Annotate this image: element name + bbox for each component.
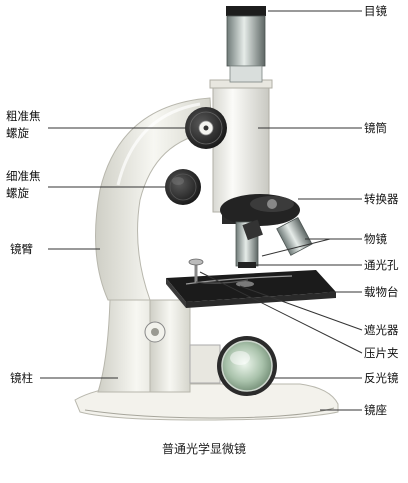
label-fine-focus: 细准焦螺旋 xyxy=(6,169,41,200)
objective-lenses xyxy=(235,216,313,268)
label-tube: 镜筒 xyxy=(364,121,387,135)
figure-caption: 普通光学显微镜 xyxy=(161,442,246,456)
label-aperture: 通光孔 xyxy=(364,258,399,272)
label-coarse-focus: 粗准焦螺旋 xyxy=(6,109,41,140)
nosepiece xyxy=(220,194,300,226)
leader-lines xyxy=(40,10,363,411)
microscope-arm xyxy=(95,97,213,301)
eyepiece xyxy=(226,6,266,83)
label-eyepiece: 目镜 xyxy=(364,4,387,18)
microscope-tube xyxy=(209,79,273,213)
label-objective: 物镜 xyxy=(364,232,387,246)
mirror xyxy=(189,336,277,396)
label-nosepiece: 转换器 xyxy=(364,192,399,206)
label-diaphragm: 遮光器 xyxy=(364,323,399,337)
label-pillar: 镜柱 xyxy=(10,371,33,385)
fine-focus-knob xyxy=(165,169,201,205)
microscope-stage xyxy=(166,258,336,308)
label-stage: 载物台 xyxy=(364,285,399,299)
coarse-focus-knob xyxy=(185,107,227,149)
label-base: 镜座 xyxy=(364,403,387,417)
label-mirror: 反光镜 xyxy=(364,371,399,385)
label-stage-clip: 压片夹 xyxy=(364,346,399,360)
microscope-pillar xyxy=(97,299,191,393)
label-arm: 镜臂 xyxy=(10,242,33,256)
